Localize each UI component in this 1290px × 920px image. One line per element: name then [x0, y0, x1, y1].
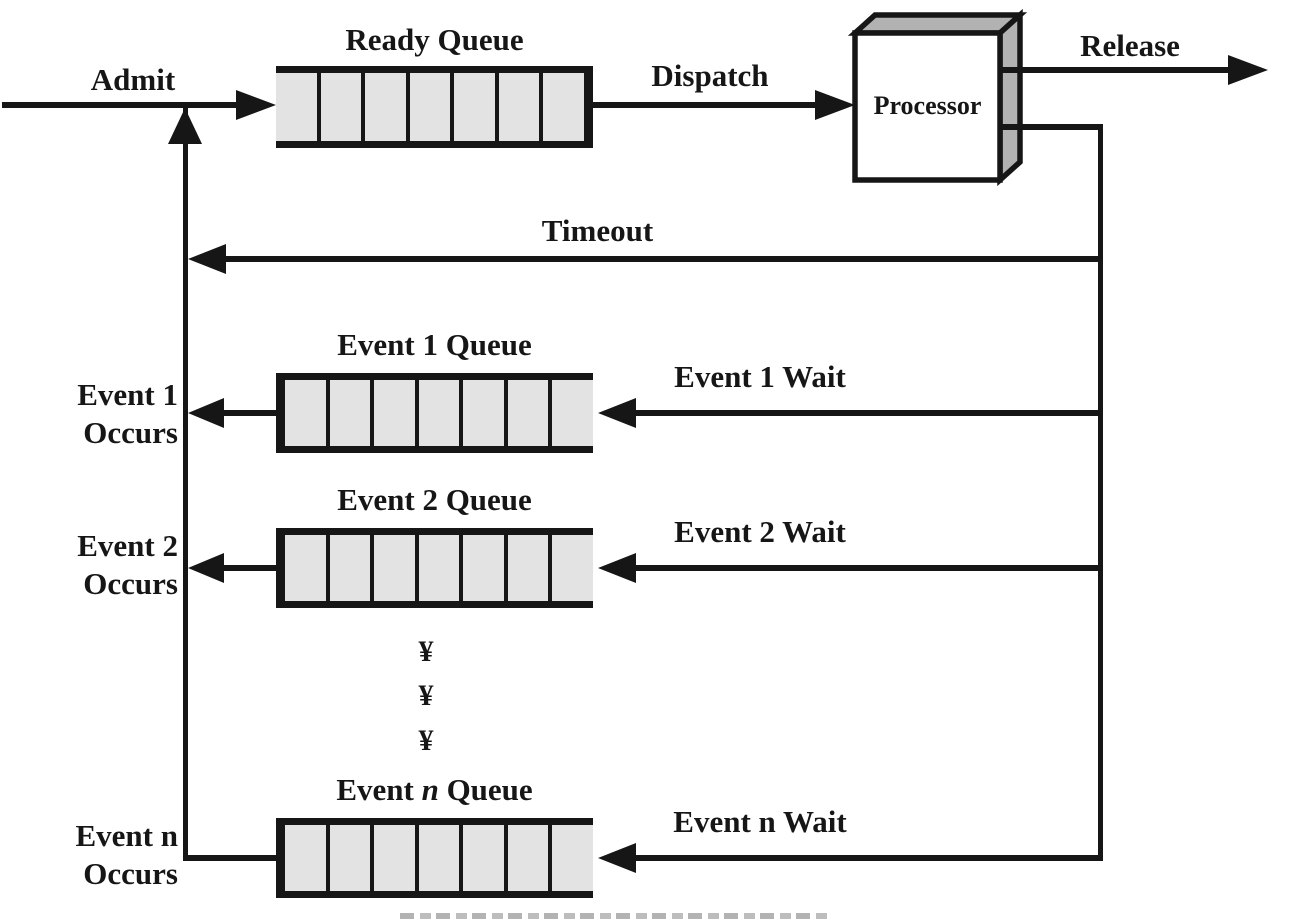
event1-queue-box [276, 373, 593, 453]
event1-wait-line [636, 410, 1103, 416]
timeout-arrowhead-icon [188, 244, 226, 274]
queue-cell [503, 380, 549, 446]
event2-occurs-label-line1: Event 2 [77, 528, 178, 563]
queue-cell [548, 535, 593, 601]
queue-cell [494, 73, 540, 141]
event1-title-index: 1 [422, 327, 438, 362]
event1-occurs-label-line1: Event 1 [77, 377, 178, 412]
return-arrowhead-icon [168, 108, 202, 144]
queue-cell [285, 825, 326, 891]
dispatch-arrowhead-icon [815, 90, 855, 120]
ellipsis-glyph-3: ¥ [418, 724, 434, 757]
queue-cell [450, 73, 495, 141]
eventn-title-index: n [421, 772, 439, 807]
queue-cell [459, 535, 504, 601]
queue-cell [285, 380, 326, 446]
release-arrowhead-icon [1228, 55, 1268, 85]
dispatch-line [593, 102, 815, 108]
event1-occurs-label-line2: Occurs [83, 415, 178, 450]
queue-cell [503, 825, 549, 891]
right-trunk-line [1098, 124, 1103, 861]
timeout-line [226, 256, 1103, 262]
event2-wait-arrowhead-icon [598, 553, 636, 583]
queue-cell [503, 535, 549, 601]
processor-box [847, 8, 1028, 187]
release-label: Release [1080, 28, 1180, 63]
event2-queue-title: Event 2 Queue [276, 484, 593, 516]
event1-queue-title: Event 1 Queue [276, 329, 593, 361]
release-line [998, 67, 1228, 73]
event2-occurs-label-line2: Occurs [83, 566, 178, 601]
queue-cell [414, 380, 460, 446]
event1-title-prefix: Event [337, 327, 423, 362]
eventn-wait-line [636, 855, 1103, 861]
event2-occurs-arrowhead-icon [188, 553, 224, 583]
timeout-label: Timeout [541, 213, 654, 248]
queue-cell [539, 73, 584, 141]
processor-front-face [852, 30, 1003, 183]
queue-cell [316, 73, 362, 141]
eventn-title-suffix: Queue [438, 772, 533, 807]
queue-cell [370, 535, 415, 601]
event1-title-suffix: Queue [437, 327, 532, 362]
eventn-queue-title: Event n Queue [276, 774, 593, 806]
ready-queue-box [276, 66, 593, 148]
processor-exit-line [998, 124, 1103, 130]
eventn-wait-label: Event n Wait [673, 804, 847, 839]
event2-wait-line [636, 565, 1103, 571]
eventn-occurs-elbow-line [183, 855, 276, 861]
queue-cell [405, 73, 451, 141]
event1-occurs-line [224, 410, 276, 416]
queue-cell [325, 535, 371, 601]
left-return-line [183, 108, 188, 861]
queue-cell [548, 380, 593, 446]
cropped-caption-remnant [400, 913, 832, 919]
queue-cell [548, 825, 593, 891]
processor-label: Processor [873, 91, 982, 120]
queue-cell [459, 825, 504, 891]
eventn-occurs-label-line2: Occurs [83, 856, 178, 891]
event2-title-prefix: Event [337, 482, 423, 517]
event1-wait-arrowhead-icon [598, 398, 636, 428]
queue-cell [325, 825, 371, 891]
event1-wait-label: Event 1 Wait [674, 359, 846, 394]
admit-label: Admit [90, 62, 176, 97]
event2-occurs-line [224, 565, 276, 571]
event2-wait-label: Event 2 Wait [674, 514, 846, 549]
queue-cell [370, 380, 415, 446]
queue-cell [361, 73, 406, 141]
queue-cell [459, 380, 504, 446]
queue-cell [370, 825, 415, 891]
queue-cell [325, 380, 371, 446]
admit-arrowhead-icon [236, 90, 276, 120]
ellipsis-glyph-2: ¥ [418, 679, 434, 712]
queue-cell [276, 73, 317, 141]
eventn-wait-arrowhead-icon [598, 843, 636, 873]
dispatch-label: Dispatch [651, 58, 769, 93]
eventn-occurs-label-line1: Event n [75, 818, 179, 853]
eventn-queue-box [276, 818, 593, 898]
event1-occurs-arrowhead-icon [188, 398, 224, 428]
queue-cell [414, 825, 460, 891]
queue-cell [414, 535, 460, 601]
queue-cell [285, 535, 326, 601]
event2-title-index: 2 [422, 482, 438, 517]
eventn-title-prefix: Event [336, 772, 422, 807]
ready-queue-title: Ready Queue [345, 22, 524, 57]
ellipsis-glyph-1: ¥ [418, 635, 434, 668]
event2-title-suffix: Queue [437, 482, 532, 517]
event2-queue-box [276, 528, 593, 608]
admit-line [2, 102, 238, 108]
